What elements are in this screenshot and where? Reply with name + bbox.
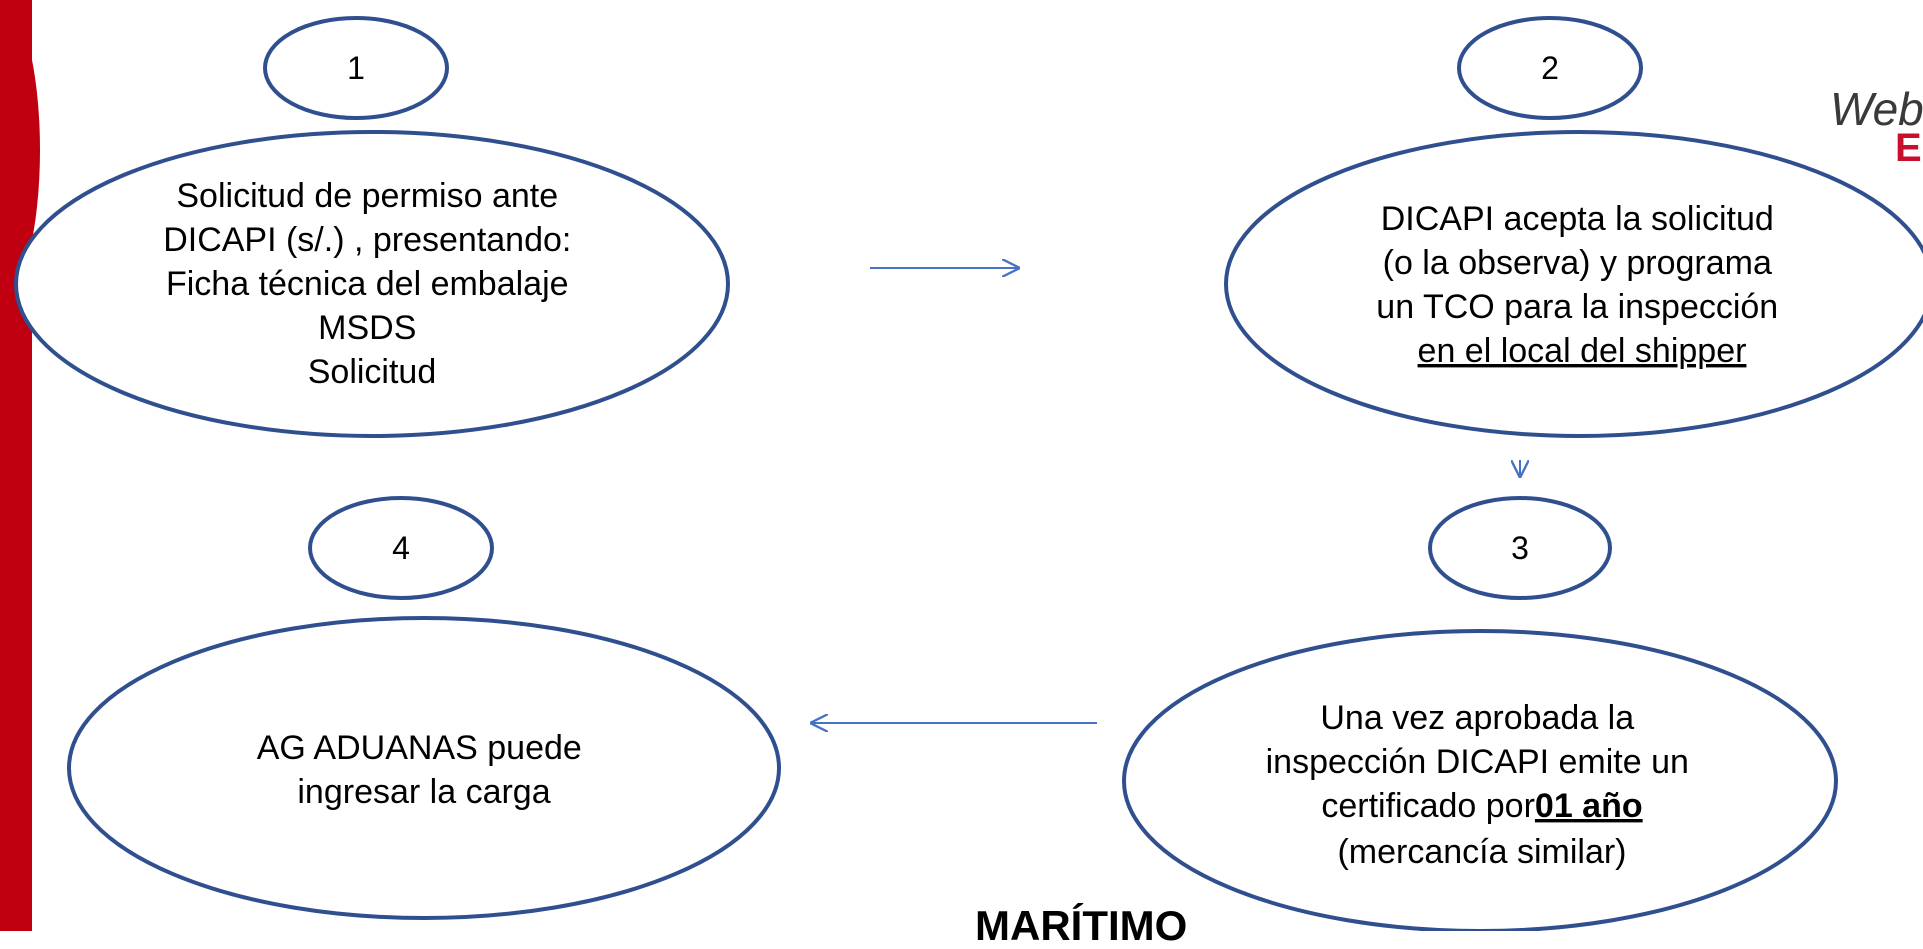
step-4-number: 4 xyxy=(392,530,410,566)
step-1-number: 1 xyxy=(347,50,365,86)
step-2-text: DICAPI acepta la solicitud (o la observa… xyxy=(1376,200,1787,370)
step-1-line: Solicitud de permiso ante xyxy=(176,177,558,215)
step-1-ellipse xyxy=(14,130,730,438)
step-3-line-certificado: certificado por xyxy=(1321,787,1535,825)
step-1-line: Ficha técnica del embalaje xyxy=(166,265,569,303)
step-2-number-ellipse xyxy=(1457,16,1643,120)
slide-footer-title: MARÍTIMO xyxy=(975,902,1188,949)
step-3-line: (mercancía similar) xyxy=(1337,833,1626,871)
red-side-accent xyxy=(0,0,40,931)
step-1-line: Solicitud xyxy=(308,353,437,391)
step-4-line: ingresar la carga xyxy=(297,773,550,811)
step-2-line: (o la observa) y programa xyxy=(1383,244,1772,282)
step-3-ellipse xyxy=(1122,629,1838,933)
step-4-ellipse xyxy=(67,616,781,920)
step-1-number-ellipse xyxy=(263,16,449,120)
step-4-line: AG ADUANAS puede xyxy=(257,729,582,767)
step-4-text: AG ADUANAS puede ingresar la carga xyxy=(257,729,592,811)
step-3-line: Una vez aprobada la xyxy=(1320,699,1634,737)
step-3-text: Una vez aprobada la inspección DICAPI em… xyxy=(1266,699,1699,871)
brand-logo-text: Web xyxy=(1830,83,1923,135)
step-3-line: inspección DICAPI emite un xyxy=(1266,743,1689,781)
step-1-line: MSDS xyxy=(318,309,416,347)
step-1-line: DICAPI (s/.) , presentando: xyxy=(163,221,571,259)
step-2-line: un TCO para la inspección xyxy=(1376,288,1778,326)
brand-logo-letter: E xyxy=(1895,126,1922,170)
step-2-number: 2 xyxy=(1541,50,1559,86)
step-2-line-underlined: en el local del shipper xyxy=(1418,332,1747,370)
step-2-line: DICAPI acepta la solicitud xyxy=(1381,200,1774,238)
step-3-duration-emphasis: 01 año xyxy=(1535,787,1643,825)
step-1-text: Solicitud de permiso ante DICAPI (s/.) ,… xyxy=(163,177,581,391)
step-4-number-ellipse xyxy=(308,496,494,600)
step-3-number-ellipse xyxy=(1428,496,1612,600)
step-2-ellipse xyxy=(1224,130,1923,438)
step-3-number: 3 xyxy=(1511,530,1529,566)
